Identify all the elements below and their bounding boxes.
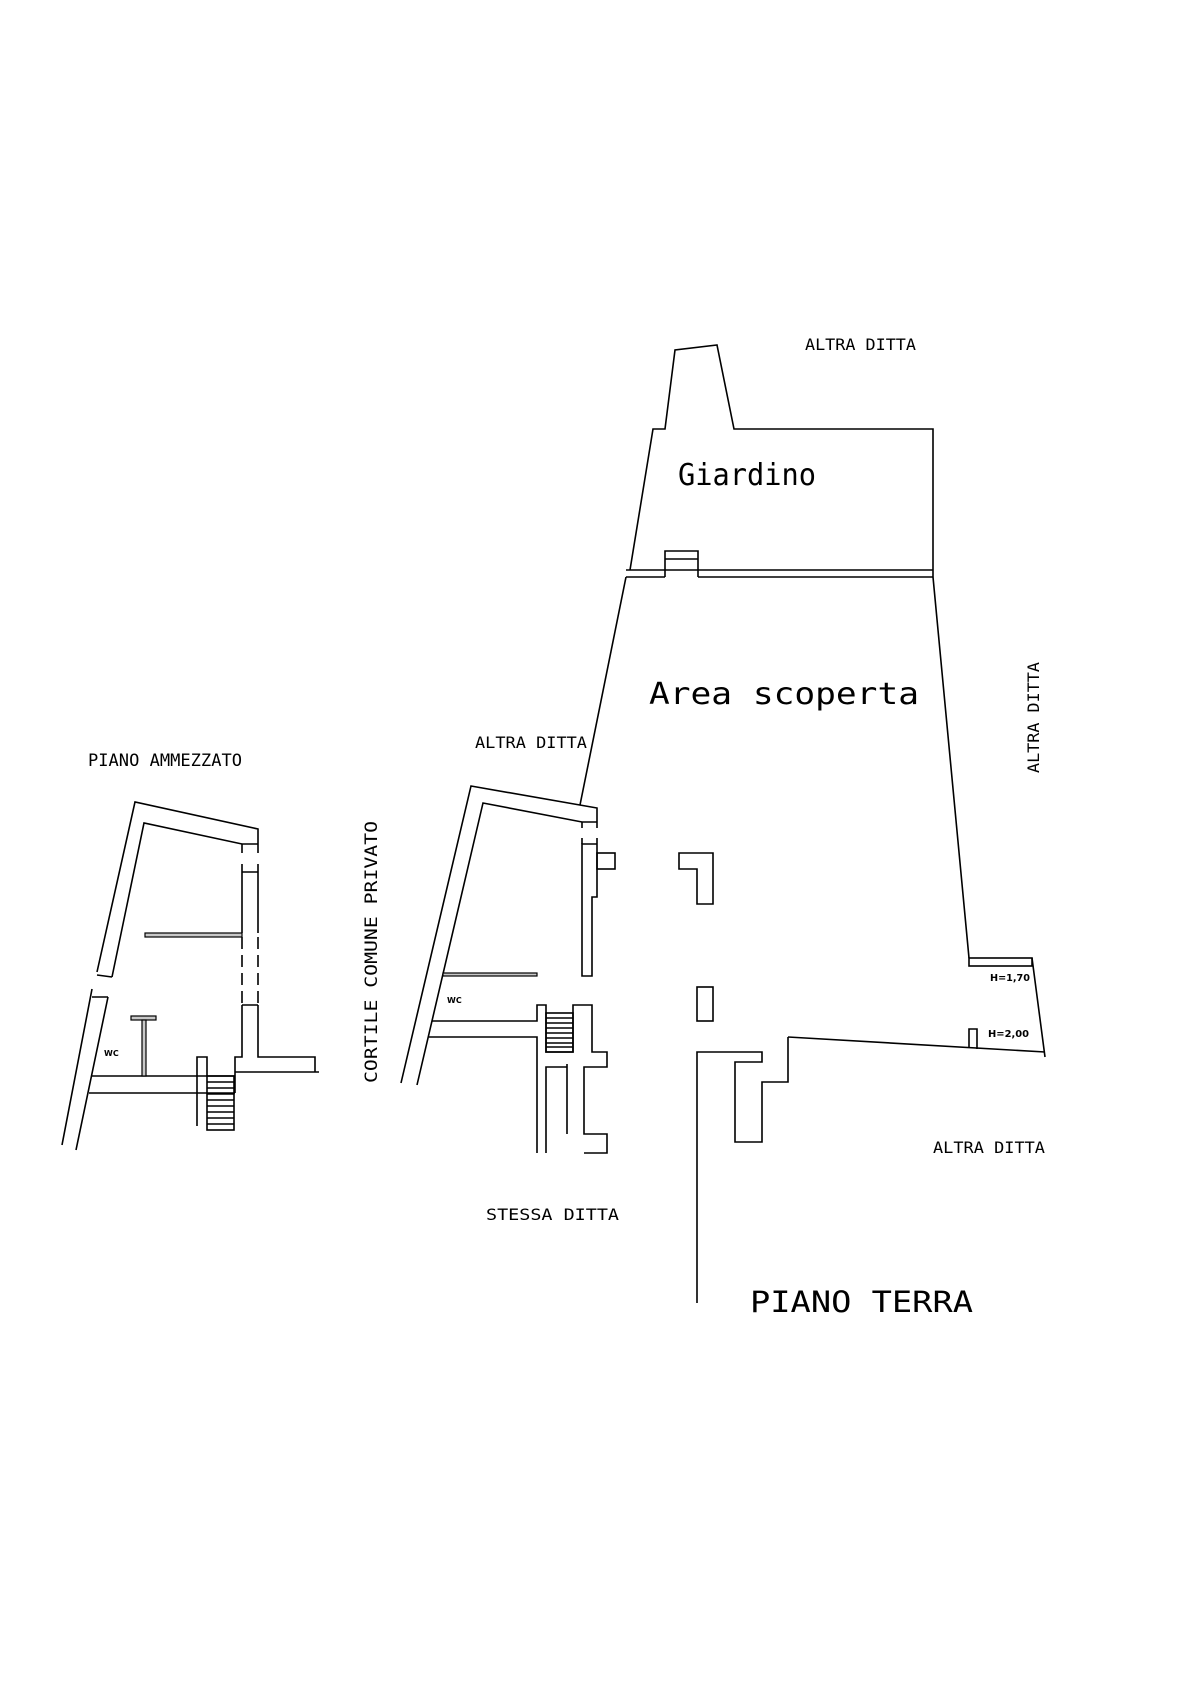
wc-partition-t: [130, 1015, 157, 1077]
mezzanine-floor-walls: [89, 1071, 319, 1094]
post-h200: [968, 1028, 978, 1049]
building-pilaster: [596, 852, 616, 870]
building-walls: [429, 1004, 608, 1154]
label-piano-ammezzato: PIANO AMMEZZATO: [88, 751, 242, 771]
l-shaped-pillar: [678, 852, 714, 905]
ledge-h170: [968, 957, 1033, 967]
label-h170: H=1,70: [990, 973, 1030, 984]
label-giardino: Giardino: [678, 458, 816, 493]
building-inner-wall: [416, 802, 597, 1086]
wc-label-mezzanine: WC: [104, 1049, 119, 1058]
wc-label-ground: WC: [447, 996, 462, 1005]
wc-partition: [442, 972, 538, 977]
label-altra-ditta-top: ALTRA DITTA: [805, 335, 916, 354]
label-h200: H=2,00: [988, 1029, 1029, 1040]
ground-floor-building: WC: [400, 785, 616, 1154]
area-step-wall: [696, 1037, 789, 1303]
label-altra-ditta-right: ALTRA DITTA: [1024, 662, 1043, 773]
mezzanine-door-dashed: [241, 937, 259, 1005]
label-altra-ditta-left: ALTRA DITTA: [475, 733, 587, 752]
label-altra-ditta-bottom: ALTRA DITTA: [933, 1138, 1045, 1157]
mezzanine-inner-wall: [75, 822, 258, 1151]
mezzanine-plan: WC: [61, 801, 319, 1151]
area-left-boundary: [579, 576, 627, 806]
pillar: [696, 986, 714, 1022]
label-area-scoperta: Area scoperta: [649, 677, 919, 712]
giardino-boundary: [629, 344, 934, 577]
mezzanine-post: [196, 1056, 208, 1126]
area-right-boundary: [932, 576, 1046, 1058]
label-stessa-ditta: STESSA DITTA: [486, 1205, 619, 1224]
mezzanine-shelf-partition: [144, 932, 243, 938]
ground-floor-outdoor: [579, 344, 1046, 1303]
garden-wall: [626, 569, 933, 578]
mezzanine-wall-ties: [92, 871, 258, 1006]
label-piano-terra: PIANO TERRA: [750, 1285, 973, 1319]
garden-step: [664, 550, 699, 577]
ground-stair-icon: [545, 1012, 574, 1053]
label-cortile-comune-privato: CORTILE COMUNE PRIVATO: [362, 821, 382, 1083]
area-bottom-boundary: [787, 1036, 1046, 1053]
mezzanine-stair-icon: [206, 1075, 235, 1131]
mezzanine-outer-wall: [61, 801, 316, 1146]
